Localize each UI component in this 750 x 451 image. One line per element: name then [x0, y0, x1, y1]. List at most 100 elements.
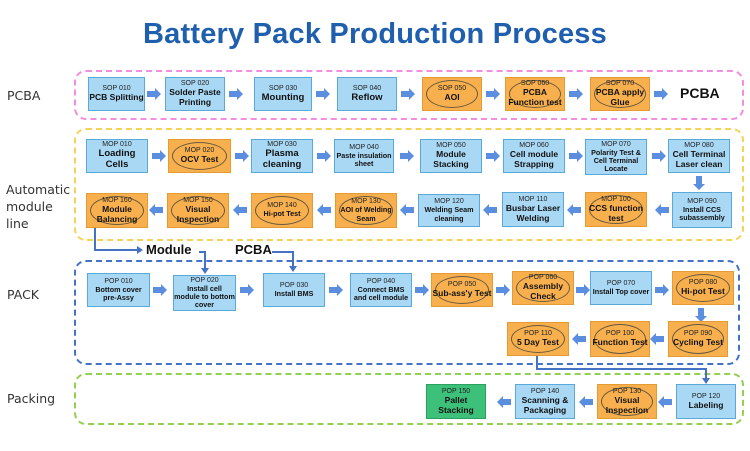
step-name: Install CCS subassembly [679, 204, 725, 223]
lane-packing [74, 373, 744, 425]
test-ellipse-marker [426, 80, 478, 108]
step-code: SOP 020 [180, 80, 210, 88]
lane-label-packing: Packing [7, 391, 56, 406]
step-code: MOP 040 [349, 143, 379, 151]
step-name: Scanning & Packaging [521, 394, 569, 415]
step-name: Solder Paste Printing [169, 87, 221, 108]
step-name: Cycling Test [673, 337, 723, 348]
step-code: POP 050 [447, 281, 477, 289]
step-code: SOP 030 [268, 84, 298, 92]
step-code: MOP 100 [601, 195, 631, 203]
lane-label-pcba: PCBA [7, 88, 41, 103]
step-code: POP 130 [612, 387, 642, 395]
step-name: Cell module Strapping [509, 149, 559, 170]
step-code: POP 150 [441, 387, 471, 395]
test-ellipse-marker [589, 195, 643, 224]
test-ellipse-marker [516, 274, 570, 302]
step-name: PCBA apply Glue [595, 87, 645, 108]
test-ellipse-marker [171, 196, 225, 225]
step-code: MOP 050 [436, 142, 466, 150]
step-code: POP 030 [279, 281, 309, 289]
step-name: Polarity Test & Cell Terminal Locate [591, 147, 641, 174]
lane-label-automatic-module-line: Automatic module line [6, 182, 71, 231]
step-name: Visual Inspection [605, 394, 649, 415]
step-name: Hi-pot Test [263, 209, 301, 219]
step-code: MOP 020 [184, 147, 215, 155]
step-name: Module Balancing [96, 203, 138, 224]
step-code: MOP 130 [351, 198, 381, 206]
test-ellipse-marker [511, 325, 565, 353]
step-code: SOP 060 [520, 80, 550, 88]
step-name: Bottom cover pre-Assy [95, 284, 142, 303]
step-code: POP 070 [606, 279, 636, 287]
step-name: Paste insulation sheet [336, 150, 392, 169]
step-name: Busbar Laser Welding [505, 202, 561, 223]
step-name: Function Test [592, 337, 648, 348]
step-name: PCBA Function test [508, 87, 562, 108]
step-code: MOP 030 [267, 141, 297, 149]
step-code: SOP 050 [437, 85, 467, 93]
step-name: Hi-pot Test [681, 286, 725, 297]
step-code: POP 020 [190, 276, 219, 284]
step-code: MOP 140 [267, 202, 297, 210]
step-name: Install BMS [274, 288, 314, 298]
step-name: Cell Terminal Laser clean [672, 149, 726, 170]
step-code: POP 040 [366, 277, 396, 285]
step-name: PCB Splitting [89, 92, 144, 103]
test-ellipse-marker [90, 196, 144, 225]
test-ellipse-marker [676, 274, 730, 302]
step-code: POP 140 [530, 387, 560, 395]
step-name: Welding Seam cleaning [424, 205, 474, 223]
step-code: MOP 080 [684, 142, 714, 150]
test-ellipse-marker [594, 324, 646, 354]
step-name: OCV Test [180, 154, 219, 165]
module-feed-arrowhead [137, 246, 143, 254]
step-code: POP 060 [528, 274, 558, 282]
step-name: Install cell module to bottom cover [174, 283, 235, 310]
step-code: MOP 160 [102, 196, 132, 204]
module-feed-label: Module [146, 242, 192, 257]
step-name: Assembly Check [522, 281, 564, 302]
step-code: POP 120 [691, 392, 721, 400]
step-name: AOI of Welding Seam [340, 205, 392, 223]
step-code: MOP 070 [601, 140, 631, 148]
step-code: POP 010 [104, 277, 133, 285]
test-ellipse-marker [339, 196, 393, 225]
step-code: POP 080 [688, 279, 718, 287]
lane-pcba [74, 70, 744, 120]
step-code: POP 110 [524, 330, 552, 338]
step-code: POP 100 [605, 330, 635, 338]
step-code: MOP 120 [434, 198, 464, 206]
step-name: Install Top cover [592, 286, 650, 296]
lane-pack [74, 260, 740, 365]
test-ellipse-marker [509, 80, 561, 108]
step-code: MOP 060 [519, 142, 549, 150]
